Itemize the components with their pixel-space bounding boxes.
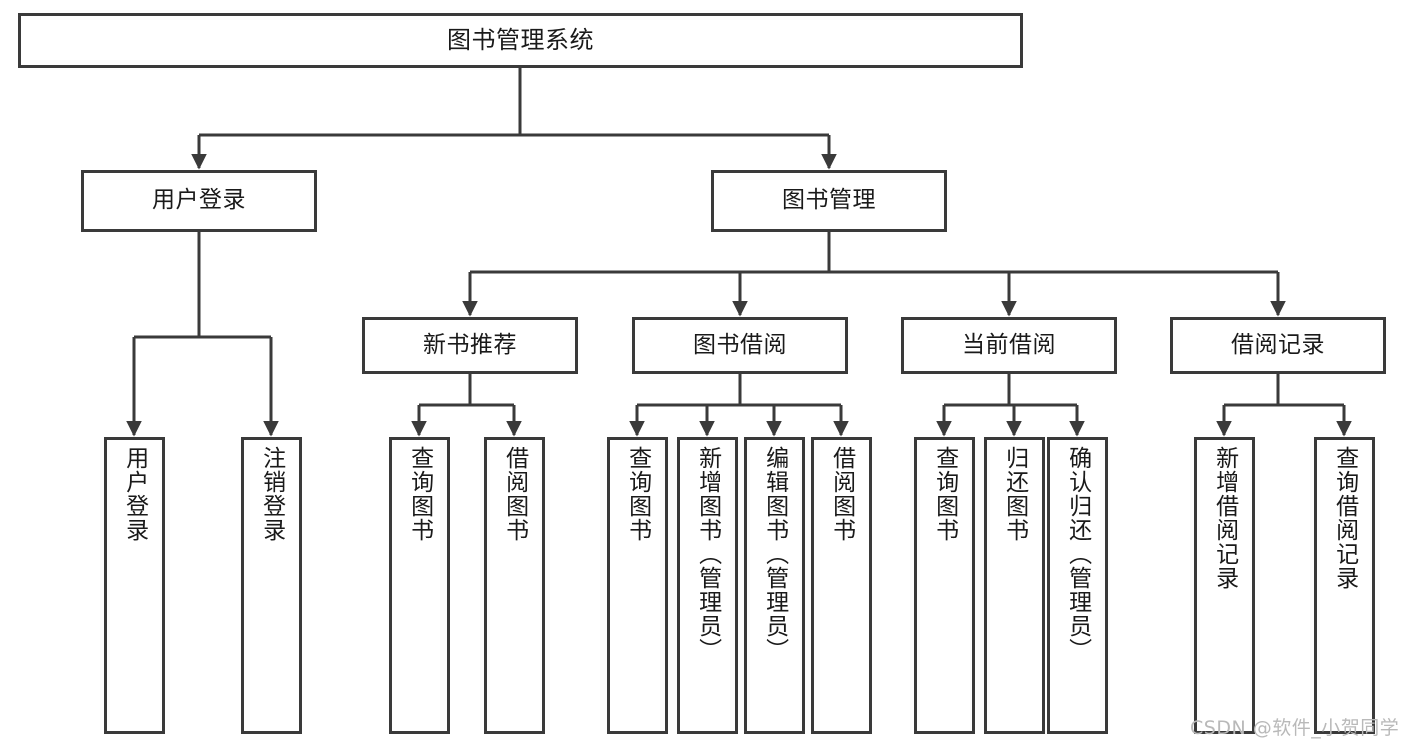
leaf-node-leaf-return-book[interactable]: 归还图书 — [984, 437, 1045, 734]
node-label: 用户登录 — [152, 187, 246, 214]
leaf-node-leaf-borrow-book-rec[interactable]: 借阅图书 — [484, 437, 545, 734]
level2-node-user-login[interactable]: 用户登录 — [81, 170, 317, 232]
root-node-root[interactable]: 图书管理系统 — [18, 13, 1023, 68]
leaf-node-leaf-confirm-return-admin[interactable]: 确认归还（管理员） — [1047, 437, 1108, 734]
level3-node-current-borrow[interactable]: 当前借阅 — [901, 317, 1117, 374]
leaf-node-leaf-edit-book-admin[interactable]: 编辑图书（管理员） — [744, 437, 805, 734]
leaf-node-leaf-query-book-borrow[interactable]: 查询图书 — [607, 437, 668, 734]
node-label: 新增借阅记录 — [1211, 446, 1238, 590]
node-label: 查询图书 — [931, 446, 958, 542]
leaf-node-leaf-add-borrow-record[interactable]: 新增借阅记录 — [1194, 437, 1255, 734]
leaf-node-leaf-borrow-book[interactable]: 借阅图书 — [811, 437, 872, 734]
node-label: 图书管理系统 — [447, 26, 594, 55]
node-label: 注销登录 — [258, 446, 285, 542]
leaf-node-leaf-query-book-cur[interactable]: 查询图书 — [914, 437, 975, 734]
node-label: 归还图书 — [1001, 446, 1028, 542]
level2-node-book-manage[interactable]: 图书管理 — [711, 170, 947, 232]
leaf-node-leaf-logout[interactable]: 注销登录 — [241, 437, 302, 734]
level3-node-book-borrow[interactable]: 图书借阅 — [632, 317, 848, 374]
node-label: 查询借阅记录 — [1331, 446, 1358, 590]
level3-node-borrow-record[interactable]: 借阅记录 — [1170, 317, 1386, 374]
node-label: 图书借阅 — [693, 331, 787, 358]
node-label: 确认归还（管理员） — [1064, 446, 1091, 662]
node-label: 编辑图书（管理员） — [761, 446, 788, 662]
node-label: 图书管理 — [782, 187, 876, 214]
leaf-node-leaf-user-login[interactable]: 用户登录 — [104, 437, 165, 734]
node-label: 查询图书 — [406, 446, 433, 542]
level3-node-new-book-recommend[interactable]: 新书推荐 — [362, 317, 578, 374]
node-label: 新书推荐 — [423, 331, 517, 358]
leaf-node-leaf-query-borrow-record[interactable]: 查询借阅记录 — [1314, 437, 1375, 734]
node-label: 当前借阅 — [962, 331, 1056, 358]
leaf-node-leaf-query-book-rec[interactable]: 查询图书 — [389, 437, 450, 734]
node-label: 用户登录 — [121, 446, 148, 542]
node-label: 新增图书（管理员） — [694, 446, 721, 662]
leaf-node-leaf-add-book-admin[interactable]: 新增图书（管理员） — [677, 437, 738, 734]
csdn-watermark: CSDN @软件_小贺同学 — [1190, 717, 1400, 739]
node-label: 查询图书 — [624, 446, 651, 542]
node-label: 借阅记录 — [1231, 331, 1325, 358]
node-label: 借阅图书 — [828, 446, 855, 542]
node-label: 借阅图书 — [501, 446, 528, 542]
